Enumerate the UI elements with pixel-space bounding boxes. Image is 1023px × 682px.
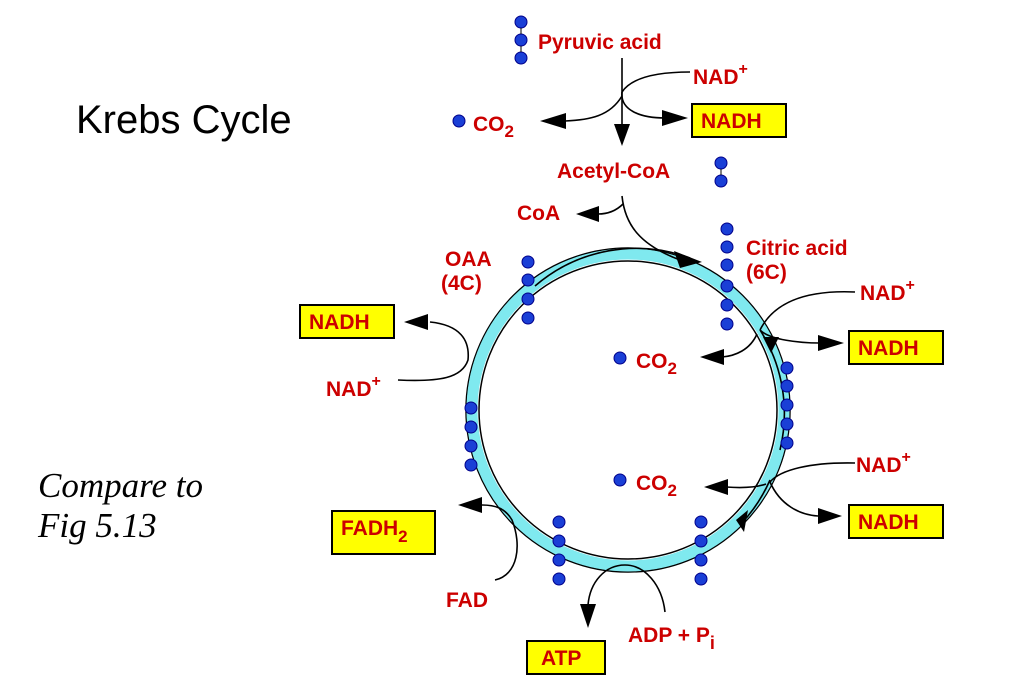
- pyruvic-acid-molecule: [514, 15, 528, 65]
- compare-note-line2: Fig 5.13: [38, 506, 157, 545]
- nadh-box-top: NADH: [691, 103, 787, 138]
- acetyl-coa-label: Acetyl-CoA: [557, 160, 670, 183]
- alpha-ketoglutarate-molecule: [780, 361, 794, 450]
- compare-note-line1: Compare to: [38, 466, 203, 505]
- co2-ball-top: [452, 114, 466, 128]
- oaa-molecule: [521, 255, 535, 325]
- co2-main: CO: [473, 113, 505, 136]
- compare-note: Compare to Fig 5.13: [38, 466, 203, 546]
- fadh2-box: FADH2: [331, 510, 436, 555]
- nad-label-lower-right: NAD+: [856, 449, 911, 477]
- nad-label-top: NAD+: [693, 61, 748, 89]
- fad-step-arrows: [458, 497, 518, 581]
- nadh-box-left: NADH: [299, 304, 395, 339]
- nad-main: NAD: [693, 66, 739, 89]
- co2-label-middle: CO2: [636, 350, 677, 378]
- svg-text:NADH: NADH: [309, 311, 370, 334]
- succinyl-molecule: [694, 515, 708, 586]
- co2-label-top: CO2: [473, 113, 514, 141]
- svg-text:NADH: NADH: [858, 337, 919, 360]
- svg-text:NADH: NADH: [858, 511, 919, 534]
- svg-text:ATP: ATP: [541, 647, 581, 670]
- citric-acid-label: Citric acid: [746, 237, 848, 260]
- co2-sub: 2: [505, 122, 514, 141]
- acetyl-coa-molecule: [714, 156, 728, 188]
- oaa-label: OAA: [445, 248, 492, 271]
- atp-box: ATP: [526, 640, 606, 675]
- nadh-box-lower-right: NADH: [848, 504, 944, 539]
- pyruvic-acid-label: Pyruvic acid: [538, 31, 662, 54]
- atp-step-arrows: [580, 564, 666, 628]
- isocitrate-step-arrows: [700, 290, 856, 365]
- citric-acid-molecule: [720, 222, 734, 331]
- ketoglutarate-step-arrows: [704, 462, 856, 532]
- succinate-molecule: [552, 515, 566, 586]
- nad-sup: +: [739, 61, 748, 78]
- slide-title: Krebs Cycle: [76, 98, 292, 142]
- co2-label-lower: CO2: [636, 472, 677, 500]
- fad-label: FAD: [446, 589, 488, 612]
- co2-ball-lower: [613, 473, 627, 487]
- co2-ball-middle: [613, 351, 627, 365]
- nadh-box-upper-right: NADH: [848, 330, 944, 365]
- citric-acid-carbons: (6C): [746, 261, 787, 284]
- coa-label: CoA: [517, 202, 560, 225]
- adp-pi-label: ADP + Pi: [628, 624, 715, 653]
- fumarate-molecule: [464, 401, 478, 472]
- nad-label-left: NAD+: [326, 373, 381, 401]
- svg-text:NADH: NADH: [701, 110, 762, 133]
- title-clip-mask: [298, 95, 312, 155]
- nad-label-upper-right: NAD+: [860, 277, 915, 305]
- svg-text:FADH2: FADH2: [341, 517, 408, 546]
- acetyl-coa-entry-arrows: [576, 195, 702, 268]
- pyruvate-decarboxylation-arrows: [540, 58, 691, 146]
- oaa-carbons: (4C): [441, 272, 482, 295]
- malate-step-arrows: [397, 314, 470, 382]
